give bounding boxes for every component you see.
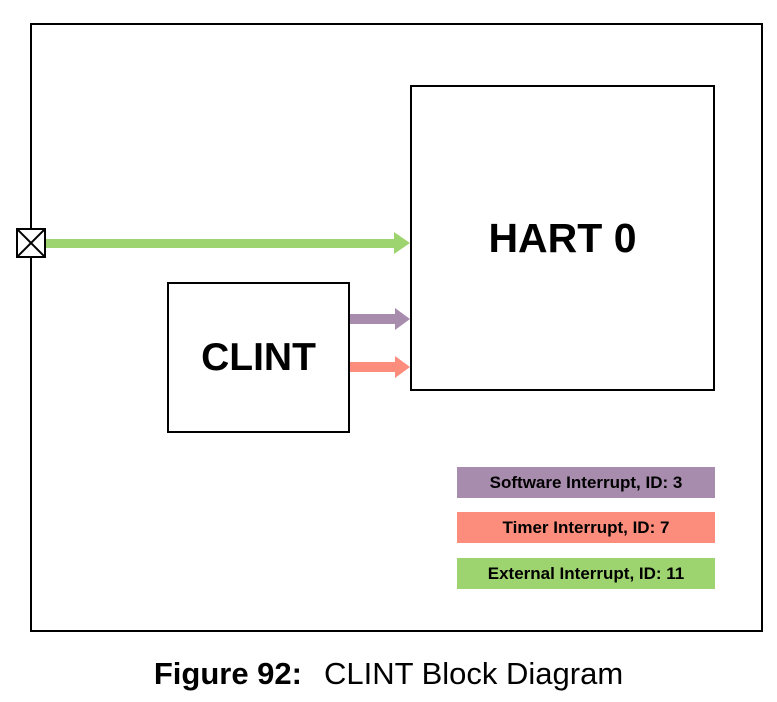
clint-block: CLINT	[167, 282, 350, 433]
figure-caption-title: CLINT Block Diagram	[323, 656, 624, 691]
legend-timer-interrupt: Timer Interrupt, ID: 7	[457, 512, 715, 543]
software-interrupt-arrow-shaft	[350, 314, 396, 324]
figure-caption: Figure 92: CLINT Block Diagram	[0, 656, 777, 692]
timer-interrupt-arrow-shaft	[350, 362, 396, 372]
legend-software-interrupt: Software Interrupt, ID: 3	[457, 467, 715, 498]
figure-caption-label: Figure 92:	[153, 656, 302, 691]
external-interrupt-arrow-shaft	[46, 239, 395, 248]
external-interrupt-source-icon	[16, 228, 46, 258]
hart0-block: HART 0	[410, 85, 715, 391]
crossed-box-icon	[18, 230, 44, 256]
timer-interrupt-arrow-head	[395, 356, 410, 378]
system-boundary-box	[30, 23, 763, 632]
software-interrupt-arrow-head	[395, 308, 410, 330]
legend-external-interrupt: External Interrupt, ID: 11	[457, 558, 715, 589]
hart0-block-label: HART 0	[488, 214, 637, 261]
external-interrupt-arrow-head	[394, 232, 410, 254]
clint-block-label: CLINT	[201, 335, 316, 379]
